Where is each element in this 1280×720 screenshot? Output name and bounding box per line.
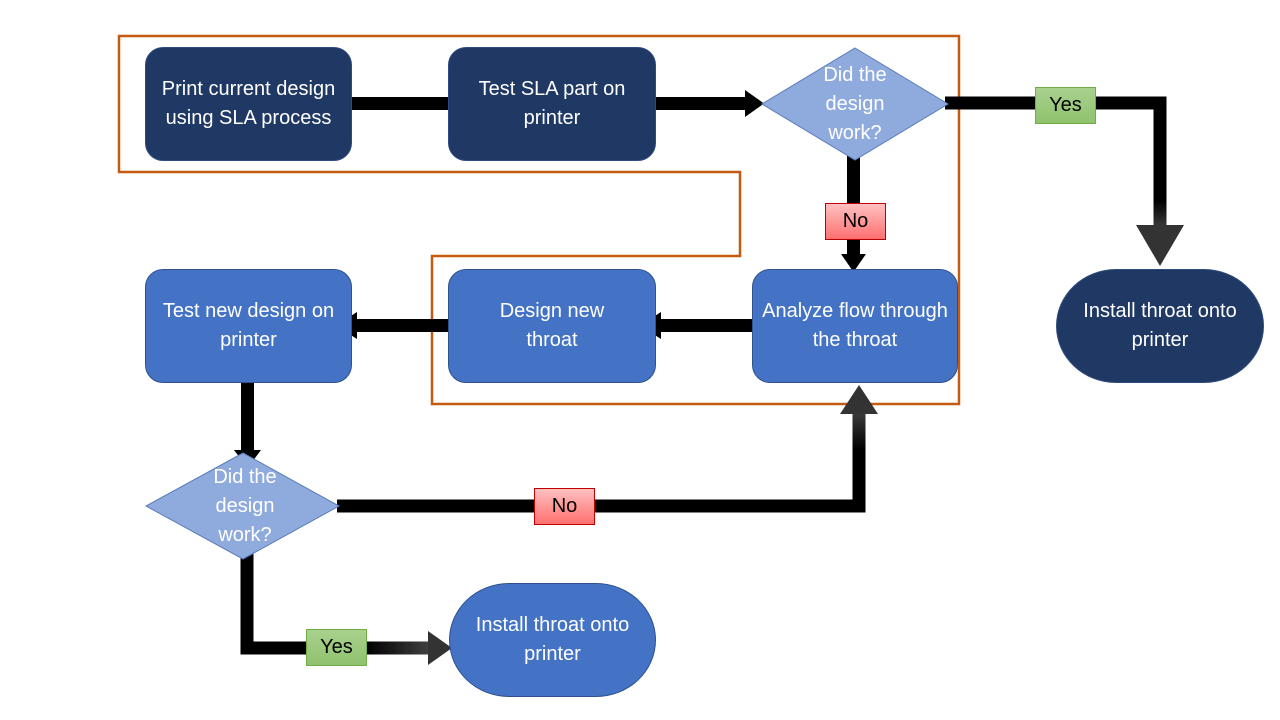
node-test-new-design: Test new design on printer <box>145 269 352 383</box>
decision-2-shape <box>144 452 341 560</box>
node-decision-1: Did the design work? <box>823 63 887 144</box>
node-design-throat: Design new throat <box>448 269 656 383</box>
node-decision-2: Did the design work? <box>213 465 277 546</box>
node-analyze-flow: Analyze flow through the throat <box>752 269 958 383</box>
decision-1-shape <box>761 47 949 161</box>
node-test-sla: Test SLA part on printer <box>448 47 656 161</box>
label-yes-2: Yes <box>306 629 367 666</box>
arrow-analyze-to-design <box>640 312 757 339</box>
arrow-design-to-testnew <box>336 312 455 339</box>
arrow-test-to-decision1 <box>655 90 764 117</box>
label-no-2: No <box>534 488 595 525</box>
node-install-2: Install throat onto printer <box>449 583 656 697</box>
node-print-design: Print current design using SLA process <box>145 47 352 161</box>
group-border <box>117 34 961 406</box>
arrow-testnew-to-decision2 <box>234 376 261 468</box>
label-yes-1: Yes <box>1035 87 1096 124</box>
arrow-decision2-no <box>337 385 878 513</box>
arrow-decision1-yes <box>945 96 1184 266</box>
node-install-1: Install throat onto printer <box>1056 269 1264 383</box>
label-no-1: No <box>825 203 886 240</box>
